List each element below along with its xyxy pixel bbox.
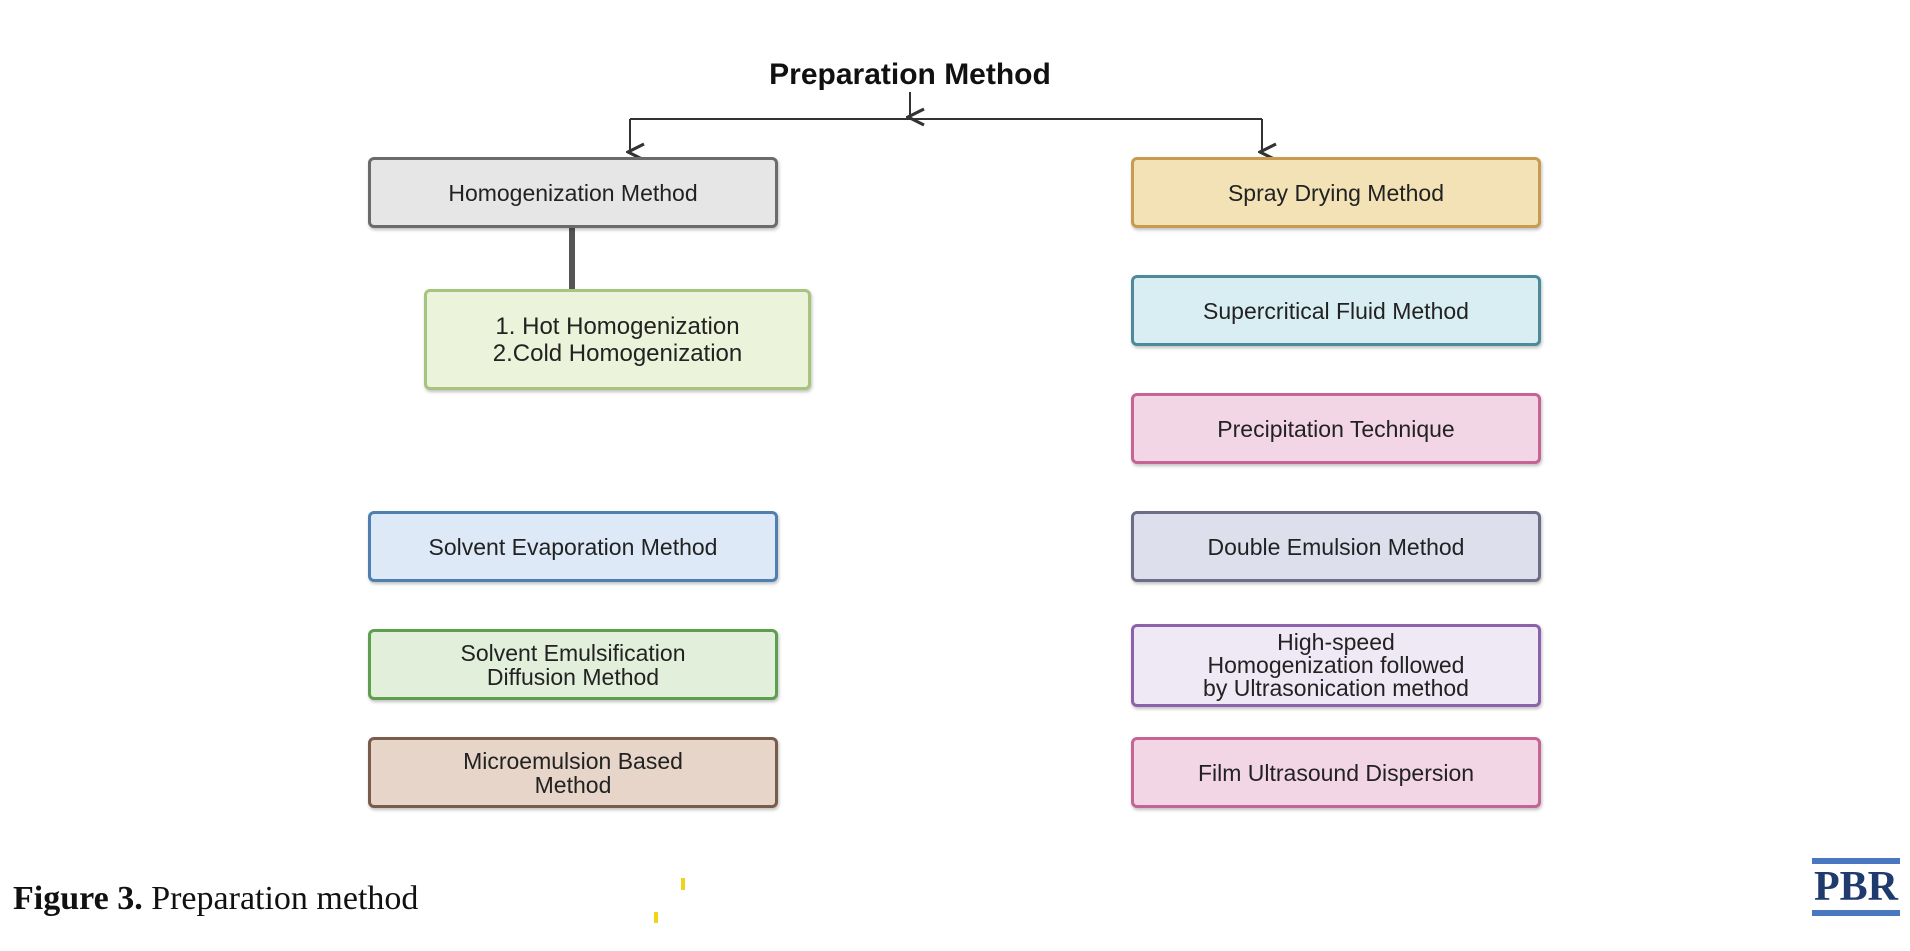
node-label: Microemulsion Based Method: [463, 747, 683, 798]
pbr-logo: PBR: [1812, 858, 1900, 916]
node-label: Precipitation Technique: [1217, 415, 1455, 442]
node-solvent-evaporation-method: Solvent Evaporation Method: [368, 511, 778, 582]
node-spray-drying-method: Spray Drying Method: [1131, 157, 1541, 228]
node-high-speed-homogenization: High-speed Homogenization followed by Ul…: [1131, 624, 1541, 707]
diagram-title: Preparation Method: [769, 58, 1051, 91]
node-film-ultrasound-dispersion: Film Ultrasound Dispersion: [1131, 737, 1541, 808]
decorative-mark: [654, 912, 658, 923]
node-label: Double Emulsion Method: [1207, 533, 1465, 560]
caption-text: Preparation method: [142, 880, 419, 917]
node-label: Supercritical Fluid Method: [1203, 297, 1469, 324]
node-supercritical-fluid-method: Supercritical Fluid Method: [1131, 275, 1541, 346]
node-double-emulsion-method: Double Emulsion Method: [1131, 511, 1541, 582]
decorative-mark: [681, 878, 685, 890]
node-label: Spray Drying Method: [1227, 179, 1445, 206]
node-label: Homogenization Method: [448, 179, 698, 206]
node-precipitation-technique: Precipitation Technique: [1131, 393, 1541, 464]
node-homogenization-method: Homogenization Method: [368, 157, 778, 228]
node-label: Film Ultrasound Dispersion: [1197, 759, 1475, 786]
node-solvent-emulsification-diffusion: Solvent Emulsification Diffusion Method: [368, 629, 778, 700]
node-microemulsion-based-method: Microemulsion Based Method: [368, 737, 778, 808]
node-label: 1. Hot Homogenization 2.Cold Homogenizat…: [492, 312, 743, 367]
figure-caption: Figure 3. Preparation method: [13, 880, 418, 918]
node-hot-cold-homogenization: 1. Hot Homogenization 2.Cold Homogenizat…: [424, 289, 811, 390]
node-label: High-speed Homogenization followed by Ul…: [1203, 629, 1469, 701]
caption-prefix: Figure 3.: [13, 880, 143, 917]
node-label: Solvent Emulsification Diffusion Method: [460, 639, 686, 690]
node-label: Solvent Evaporation Method: [428, 533, 718, 560]
